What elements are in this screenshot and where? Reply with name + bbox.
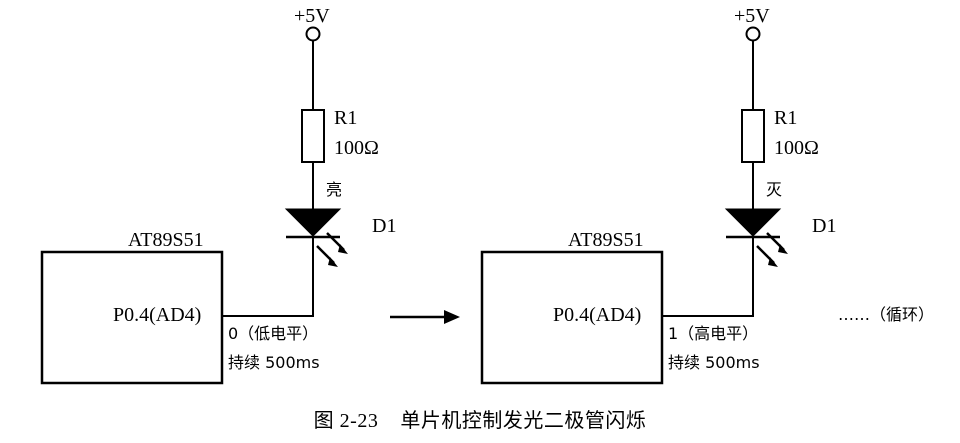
- led-designator-label: D1: [372, 215, 397, 237]
- resistor-symbol: [301, 109, 325, 163]
- resistor-designator-label: R1: [334, 107, 358, 129]
- resistor-value-label: 100Ω: [774, 137, 819, 159]
- transition-arrow-icon: [390, 310, 460, 324]
- led-triangle-icon: [284, 208, 342, 237]
- signal-duration-label: 持续 500ms: [668, 353, 760, 372]
- resistor-designator-label: R1: [774, 107, 798, 129]
- mcu-pin-label: P0.4(AD4): [113, 304, 202, 326]
- led-emission-arrows-icon: [316, 232, 348, 267]
- signal-duration-label: 持续 500ms: [228, 353, 320, 372]
- led-state-label: 灭: [766, 180, 783, 199]
- supply-voltage-label: +5V: [734, 5, 770, 27]
- supply-terminal-icon: [745, 26, 761, 42]
- led-state-label: 亮: [326, 180, 343, 199]
- mcu-pin-label: P0.4(AD4): [553, 304, 642, 326]
- figure-caption-number: 图 2-23: [313, 410, 379, 432]
- led-triangle-icon: [724, 208, 782, 237]
- supply-terminal-icon: [305, 26, 321, 42]
- circuit-state-led-on: [40, 26, 348, 385]
- figure-caption: 图 2-23 单片机控制发光二极管闪烁: [0, 404, 960, 433]
- mcu-body-rect: [40, 250, 224, 385]
- mcu-part-label: AT89S51: [128, 229, 204, 251]
- resistor-value-label: 100Ω: [334, 137, 379, 159]
- led-designator-label: D1: [812, 215, 837, 237]
- figure-caption-text: 单片机控制发光二极管闪烁: [400, 408, 647, 432]
- mcu-part-label: AT89S51: [568, 229, 644, 251]
- led-emission-arrows-icon: [756, 232, 788, 267]
- resistor-symbol: [741, 109, 765, 163]
- mcu-body-rect: [480, 250, 664, 385]
- supply-voltage-label: +5V: [294, 5, 330, 27]
- circuit-state-led-off: [480, 26, 788, 385]
- signal-level-label: 0（低电平）: [228, 324, 319, 343]
- loop-note-label: ……（循环）: [838, 305, 935, 324]
- signal-level-label: 1（高电平）: [668, 324, 759, 343]
